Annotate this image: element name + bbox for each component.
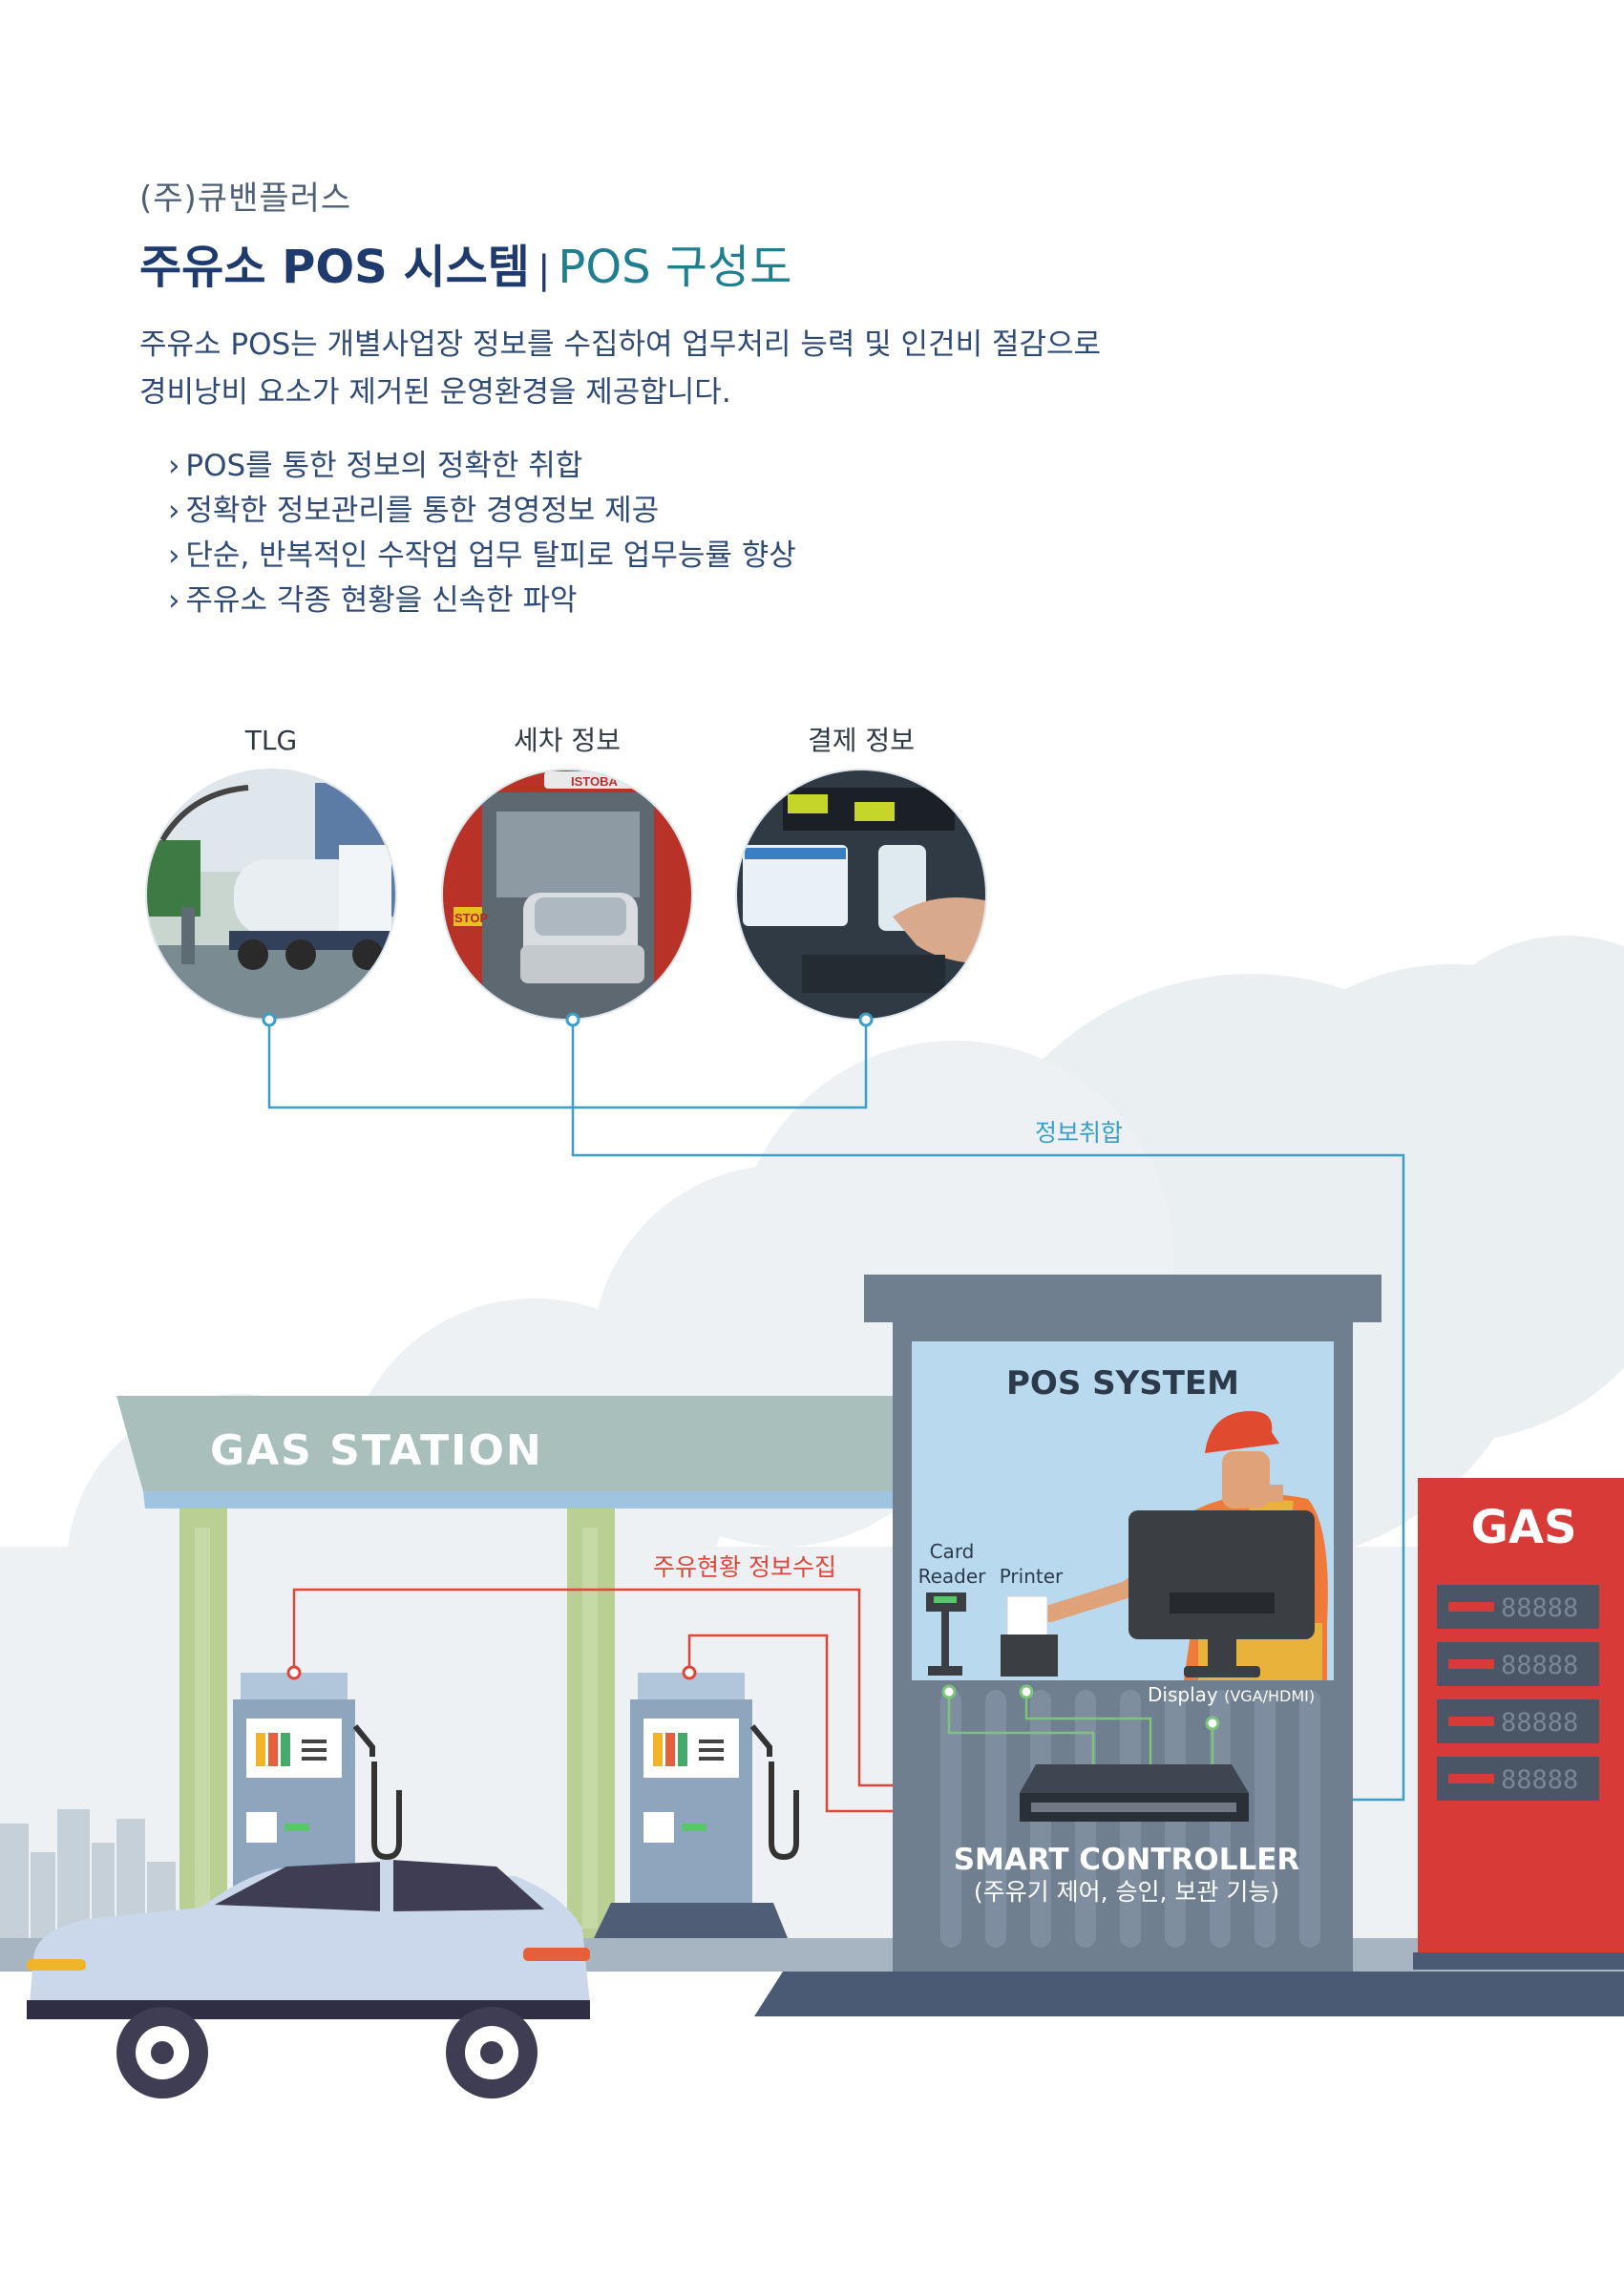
chevron-right-icon: › xyxy=(168,449,180,483)
monitor-icon xyxy=(1128,1510,1315,1677)
connector-dot xyxy=(286,1665,302,1680)
card-reader-label: Card xyxy=(930,1540,975,1563)
printer-label: Printer xyxy=(1000,1565,1064,1588)
source-label-payment: 결제 정보 xyxy=(808,725,915,756)
controller-sub-label: (주유기 제어, 승인, 보관 기능) xyxy=(974,1878,1279,1906)
car-illustration xyxy=(27,1860,590,2099)
title-sub: POS 구성도 xyxy=(558,241,792,294)
printer-icon xyxy=(1001,1595,1058,1677)
gas-price-sign xyxy=(1413,1478,1624,1970)
fuel-collect-label: 주유현황 정보수집 xyxy=(653,1553,836,1581)
card-reader-icon xyxy=(926,1592,966,1676)
connector-dot xyxy=(565,1012,580,1027)
info-collect-label: 정보취합 xyxy=(1035,1119,1123,1147)
sign-digits: 88888 xyxy=(1501,1765,1578,1795)
stop-sign-text: STOP xyxy=(454,911,488,925)
company-name: (주)큐밴플러스 xyxy=(139,179,352,218)
connector-dot xyxy=(1019,1684,1034,1699)
sign-digits: 88888 xyxy=(1501,1708,1578,1738)
card-reader-label: Reader xyxy=(918,1565,987,1588)
bullet-item: ›POS를 통한 정보의 정확한 취합 xyxy=(168,449,583,483)
connector-dot xyxy=(941,1684,957,1699)
photo-tlg xyxy=(145,769,397,1021)
source-label-tlg: TLG xyxy=(244,725,297,756)
bullet-item: ›주유소 각종 현황을 신속한 파악 xyxy=(168,583,578,618)
title-main: 주유소 POS 시스템 xyxy=(139,241,530,294)
sign-digits: 88888 xyxy=(1501,1651,1578,1680)
chevron-right-icon: › xyxy=(168,494,180,528)
page-title: 주유소 POS 시스템|POS 구성도 xyxy=(139,229,791,296)
intro-line-2: 경비낭비 요소가 제거된 운영환경을 제공합니다. xyxy=(139,375,731,410)
connector-dot xyxy=(682,1665,697,1680)
smart-controller-icon xyxy=(1020,1764,1249,1822)
chevron-right-icon: › xyxy=(168,583,180,618)
device-lines xyxy=(947,1692,1214,1771)
intro-line-1: 주유소 POS는 개별사업장 정보를 수집하여 업무처리 능력 및 인건비 절감… xyxy=(139,327,1102,362)
fuel-pump xyxy=(594,1673,799,1938)
bullet-item: ›단순, 반복적인 수작업 업무 탈피로 업무능률 향상 xyxy=(168,538,796,573)
road xyxy=(754,1972,1624,2016)
photo-sign-text: ISTOBA xyxy=(571,774,618,789)
connector-dot xyxy=(1205,1716,1220,1731)
connector-dot xyxy=(858,1012,874,1027)
photo-car-wash: ISTOBA STOP xyxy=(441,769,693,1021)
connector-dot xyxy=(262,1012,277,1027)
sign-digits: 88888 xyxy=(1501,1593,1578,1623)
controller-label: SMART CONTROLLER xyxy=(954,1843,1300,1877)
photo-payment xyxy=(735,769,987,1021)
booth-label: POS SYSTEM xyxy=(1006,1364,1239,1403)
title-separator: | xyxy=(537,248,551,292)
gas-sign-label: GAS xyxy=(1470,1501,1576,1554)
source-label-carwash: 세차 정보 xyxy=(514,725,621,756)
chevron-right-icon: › xyxy=(168,538,180,573)
canopy-label: GAS STATION xyxy=(210,1426,543,1475)
gas-station-canopy xyxy=(116,1396,897,1938)
bullet-item: ›정확한 정보관리를 통한 경영정보 제공 xyxy=(168,494,660,528)
display-label: Display (VGA/HDMI) xyxy=(1148,1683,1315,1706)
